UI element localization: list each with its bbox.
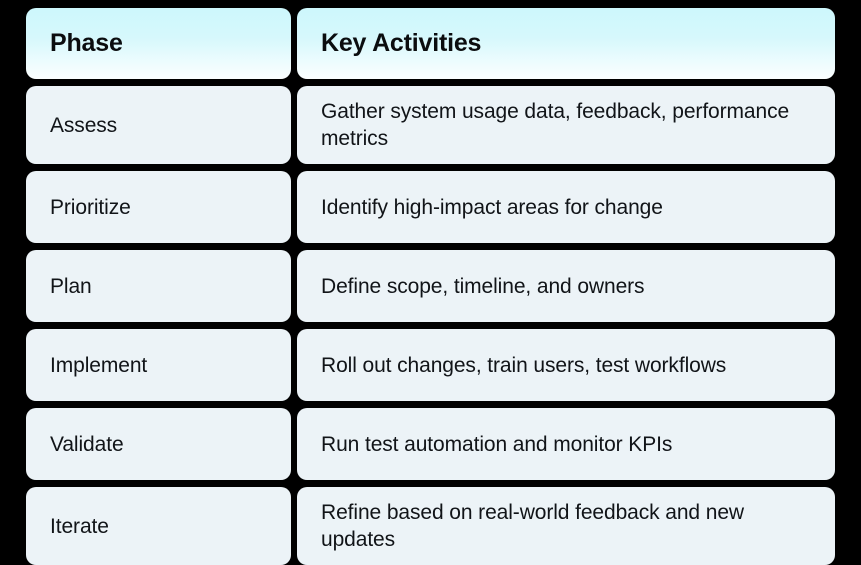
table-row: Validate Run test automation and monitor… — [26, 408, 835, 480]
cell-text-phase: Prioritize — [50, 195, 131, 219]
header-label-phase: Phase — [50, 29, 123, 57]
header-label-activities: Key Activities — [321, 29, 482, 57]
cell-text-phase: Iterate — [50, 514, 109, 538]
cell-activities: Roll out changes, train users, test work… — [297, 329, 835, 401]
cell-text-activities: Roll out changes, train users, test work… — [321, 353, 727, 377]
cell-text-phase: Validate — [50, 432, 124, 456]
table-row: Implement Roll out changes, train users,… — [26, 329, 835, 401]
cell-phase: Implement — [26, 329, 291, 401]
cell-text-phase: Implement — [50, 353, 148, 377]
cell-text-activities: Define scope, timeline, and owners — [321, 274, 645, 298]
table-header-row: Phase Key Activities — [26, 8, 835, 79]
cell-phase: Assess — [26, 86, 291, 164]
cell-text-activities: Refine based on real-world feedback and … — [321, 501, 744, 551]
cell-text-activities: Identify high-impact areas for change — [321, 195, 663, 219]
cell-text-activities: Run test automation and monitor KPIs — [321, 432, 673, 456]
cell-phase: Iterate — [26, 487, 291, 565]
table-row: Assess Gather system usage data, feedbac… — [26, 86, 835, 164]
cell-phase: Prioritize — [26, 171, 291, 243]
header-cell-activities: Key Activities — [297, 8, 835, 79]
cell-activities: Run test automation and monitor KPIs — [297, 408, 835, 480]
cell-phase: Validate — [26, 408, 291, 480]
cell-activities: Gather system usage data, feedback, perf… — [297, 86, 835, 164]
cell-text-activities: Gather system usage data, feedback, perf… — [321, 100, 790, 150]
table: Phase Key Activities Assess Gather syste… — [26, 8, 835, 565]
cell-phase: Plan — [26, 250, 291, 322]
cell-activities: Refine based on real-world feedback and … — [297, 487, 835, 565]
cell-activities: Identify high-impact areas for change — [297, 171, 835, 243]
table-row: Plan Define scope, timeline, and owners — [26, 250, 835, 322]
cell-text-phase: Assess — [50, 113, 118, 137]
table-row: Prioritize Identify high-impact areas fo… — [26, 171, 835, 243]
comparison-table: Phase Key Activities Assess Gather syste… — [26, 8, 835, 565]
cell-activities: Define scope, timeline, and owners — [297, 250, 835, 322]
cell-text-phase: Plan — [50, 274, 92, 298]
header-cell-phase: Phase — [26, 8, 291, 79]
table-row: Iterate Refine based on real-world feedb… — [26, 487, 835, 565]
